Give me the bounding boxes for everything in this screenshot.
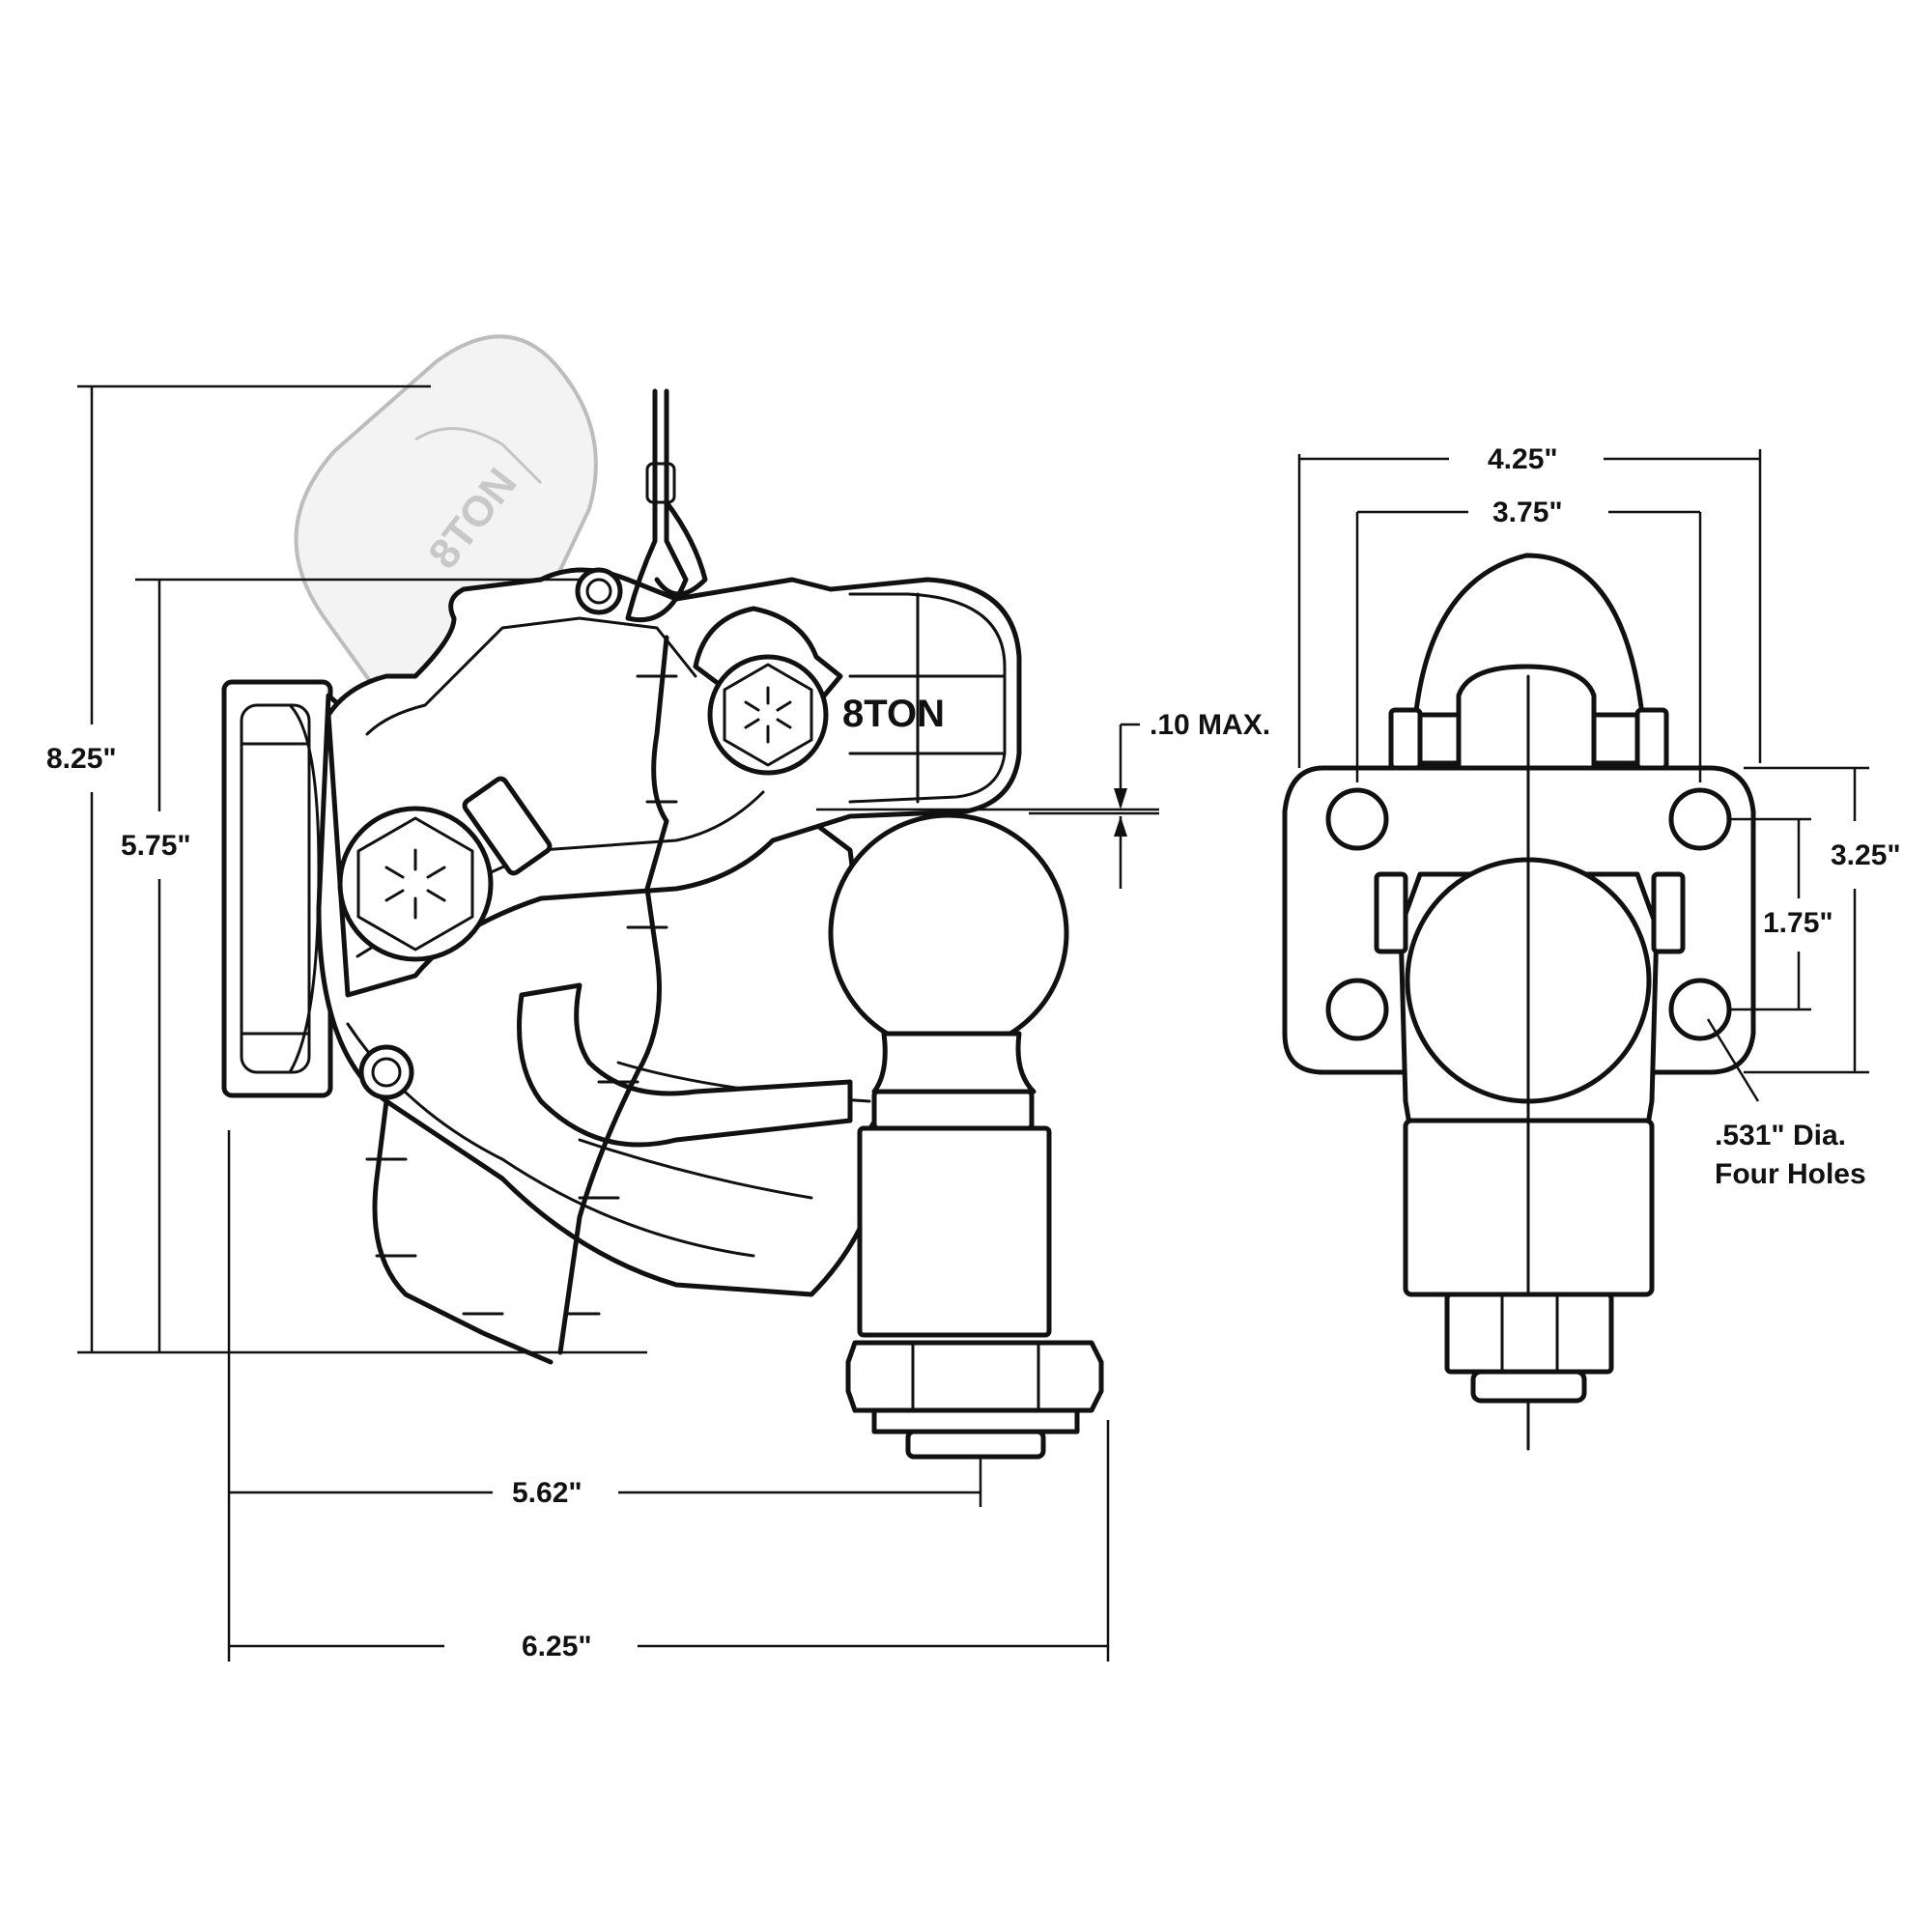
side-view-dimensions: 8.25" 5.75" .10 MAX. 5.62" 6.25 [46,384,1270,1662]
mounting-flange [221,679,333,1098]
lever-pin [358,1044,414,1100]
cotter-pin [625,388,708,623]
side-view: 8TON [46,334,1270,1662]
dim-hole-spacing-horizontal: 3.75" [1492,497,1563,528]
dim-overall-length: 6.25" [522,1631,592,1662]
safety-chain [365,635,678,1365]
dim-ball-clearance: .10 MAX. [1150,709,1270,741]
dim-outer-width: 4.25" [1488,443,1558,475]
hole-note-line-2: Four Holes [1715,1158,1866,1190]
mount-hole-top-right [1668,787,1732,851]
hole-note-line-1: .531" Dia. [1715,1120,1846,1151]
dim-overall-height: 8.25" [46,743,117,775]
mount-hole-top-left [1325,787,1389,851]
end-view-body [1374,674,1686,1451]
hitch-ball [828,812,1104,1460]
dim-hole-spacing-vertical: 1.75" [1763,907,1833,939]
pivot-bolt [337,806,494,962]
end-view-dimensions: 4.25" 3.75" 3.25" 1.75" .531" Dia. Four … [1297,443,1901,1190]
brand-label: 8TON [842,693,945,735]
end-view: 4.25" 3.75" 3.25" 1.75" .531" Dia. Four … [1282,443,1901,1451]
mount-hole-bottom-right [1668,978,1732,1041]
mount-hole-bottom-left [1325,978,1389,1041]
latch-bolt: 8TON [707,654,945,776]
dim-jaw-height: 5.75" [121,830,191,862]
dim-plate-height: 3.25" [1831,839,1901,871]
dim-ball-center-length: 5.62" [512,1477,582,1509]
